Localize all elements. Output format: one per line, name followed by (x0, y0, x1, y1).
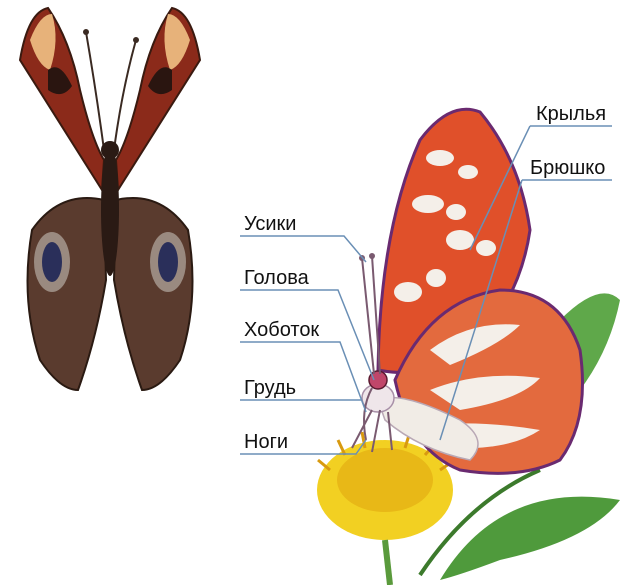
label-head: Голова (244, 267, 310, 289)
label-antennae: Усики (244, 213, 296, 235)
label-thorax: Грудь (244, 377, 296, 399)
leader-line-antennae (240, 236, 366, 262)
label-legs: Ноги (244, 431, 288, 453)
label-wings: Крылья (536, 103, 606, 125)
label-proboscis: Хоботок (244, 319, 319, 341)
label-abdomen: Брюшко (530, 157, 605, 179)
leaf-bottom (440, 497, 620, 580)
peacock-butterfly-photo (20, 8, 200, 390)
